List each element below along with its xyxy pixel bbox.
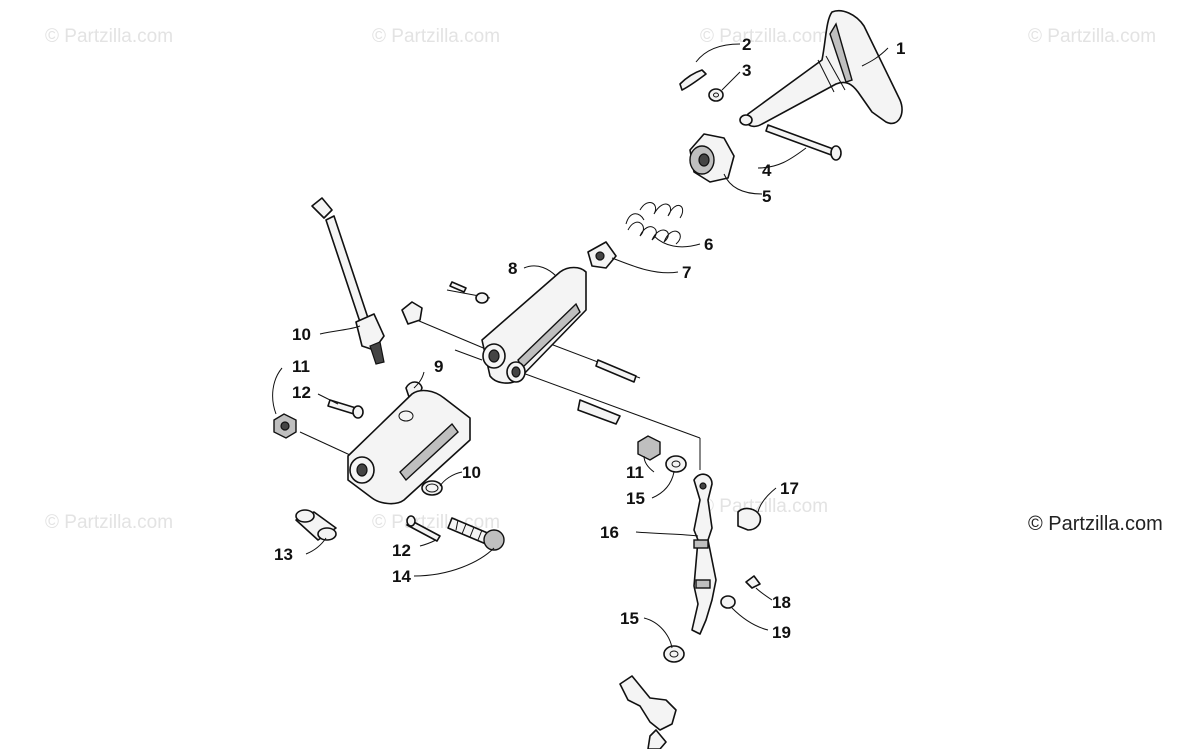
callout-2: 2 xyxy=(742,35,751,54)
callout-8: 8 xyxy=(508,259,517,278)
watermark: © Partzilla.com xyxy=(45,26,173,47)
callout-12-rivet-lower: 12 xyxy=(392,541,411,560)
spring xyxy=(625,201,684,245)
rivet xyxy=(327,399,364,419)
callout-12-rivet: 12 xyxy=(292,383,311,402)
callout-5: 5 xyxy=(762,187,771,206)
callout-15-washer: 15 xyxy=(626,489,645,508)
shift-arm xyxy=(619,675,677,749)
washer xyxy=(663,645,685,663)
callout-11-nut-right: 11 xyxy=(626,463,644,482)
watermark: © Partzilla.com xyxy=(45,512,173,533)
callout-3: 3 xyxy=(742,61,751,80)
neutral-switch-cable xyxy=(311,197,385,365)
callout-11-nut: 11 xyxy=(292,357,310,376)
bolt xyxy=(737,507,762,531)
callout-1: 1 xyxy=(896,39,905,58)
callout-9: 9 xyxy=(434,357,443,376)
callout-10-switch: 10 xyxy=(292,325,311,344)
shift-lever-handle xyxy=(739,10,903,128)
callout-19: 19 xyxy=(772,623,791,642)
main-tube xyxy=(481,266,587,384)
pivot-pin xyxy=(765,124,842,161)
watermark: © Partzilla.com xyxy=(700,496,828,517)
callout-14: 14 xyxy=(392,567,411,586)
watermarks: © Partzilla.com © Partzilla.com © Partzi… xyxy=(45,26,1163,535)
clip xyxy=(745,575,761,589)
callout-4: 4 xyxy=(762,161,772,180)
callout-17: 17 xyxy=(780,479,799,498)
knob-housing xyxy=(689,133,735,183)
washer xyxy=(708,88,724,102)
callout-18: 18 xyxy=(772,593,791,612)
small-hardware xyxy=(401,281,637,425)
callout-10-ring: 10 xyxy=(462,463,481,482)
watermark: © Partzilla.com xyxy=(1028,26,1156,47)
washer xyxy=(720,595,736,609)
bushing xyxy=(295,509,337,541)
watermark: © Partzilla.com xyxy=(372,26,500,47)
callout-labels: 1 2 3 4 5 6 7 8 9 10 11 12 10 13 12 14 1… xyxy=(274,35,905,642)
shift-bracket xyxy=(347,389,471,505)
callout-15-washer-lower: 15 xyxy=(620,609,639,628)
washer xyxy=(665,455,687,473)
leader-lines xyxy=(272,43,889,649)
nut xyxy=(273,413,297,439)
callout-6: 6 xyxy=(704,235,713,254)
callout-13: 13 xyxy=(274,545,293,564)
rivet xyxy=(406,515,441,542)
watermark: © Partzilla.com xyxy=(700,26,828,47)
watermark-corner: © Partzilla.com xyxy=(1028,513,1163,535)
retaining-ring xyxy=(421,480,443,496)
callout-7: 7 xyxy=(682,263,691,282)
callout-16: 16 xyxy=(600,523,619,542)
clip xyxy=(679,69,707,91)
guide-plate xyxy=(587,241,617,269)
nut xyxy=(637,435,661,461)
bolt xyxy=(447,517,505,551)
shift-link-rod xyxy=(691,473,717,635)
